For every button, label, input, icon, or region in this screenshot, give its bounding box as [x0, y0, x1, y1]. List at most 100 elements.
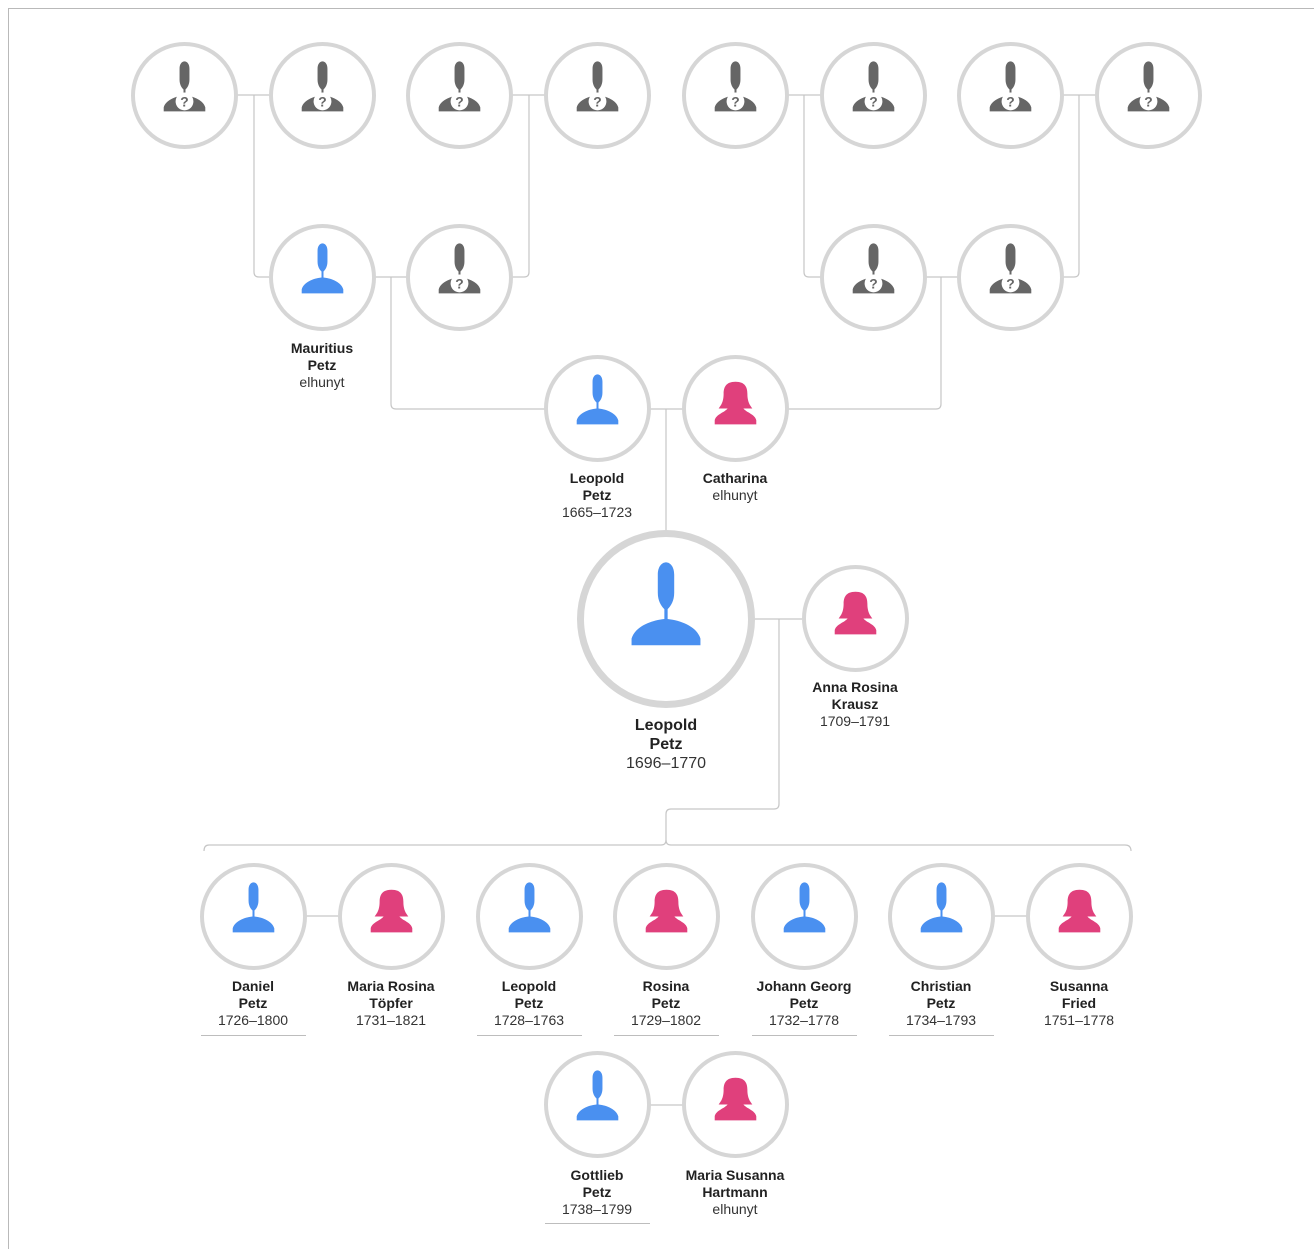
male-person-icon — [783, 882, 826, 933]
person-grandparent-4[interactable]: ? — [957, 224, 1064, 331]
person-great-grandparent-5[interactable]: ? — [682, 42, 789, 149]
life-dates: 1751–1778 — [1043, 1012, 1115, 1028]
unknown-person-icon: ? — [714, 61, 757, 112]
person-johann-georg-petz[interactable] — [751, 863, 858, 970]
connector-father-line — [390, 277, 545, 410]
person-great-grandparent-3[interactable]: ? — [406, 42, 513, 149]
first-name: Maria Susanna — [685, 1167, 785, 1183]
person-mauritius-petz[interactable] — [269, 224, 376, 331]
life-dates: 1738–1799 — [561, 1201, 633, 1217]
person-great-grandparent-1[interactable]: ? — [131, 42, 238, 149]
person-great-grandparent-6[interactable]: ? — [820, 42, 927, 149]
question-badge — [1001, 92, 1020, 111]
label-leopold-petz-son: Leopold Petz 1728–1763 — [459, 978, 599, 1029]
first-name: Leopold — [569, 470, 625, 486]
person-christian-petz[interactable] — [888, 863, 995, 970]
person-leopold-petz-root[interactable] — [577, 530, 755, 708]
connector-g2-parents — [512, 95, 530, 278]
person-great-grandparent-7[interactable]: ? — [957, 42, 1064, 149]
female-person-icon — [714, 1077, 757, 1121]
frame-left-edge — [8, 8, 9, 1249]
female-person-icon — [714, 381, 757, 425]
unknown-person-icon: ? — [438, 243, 481, 294]
person-grandparent-3[interactable]: ? — [820, 224, 927, 331]
question-mark: ? — [731, 93, 739, 109]
unknown-person-icon: ? — [989, 243, 1032, 294]
last-name: Petz — [649, 736, 683, 753]
person-maria-rosina-topfer[interactable] — [338, 863, 445, 970]
first-name: Christian — [910, 978, 972, 994]
first-name: Catharina — [702, 470, 768, 486]
first-name: Susanna — [1049, 978, 1109, 994]
question-badge — [175, 92, 194, 111]
female-person-icon — [1058, 889, 1101, 933]
person-anna-rosina-krausz[interactable] — [802, 565, 909, 672]
label-mauritius-petz: Mauritius Petz elhunyt — [252, 340, 392, 391]
last-name: Petz — [789, 995, 819, 1011]
unknown-person-icon: ? — [852, 61, 895, 112]
first-name: Anna Rosina — [812, 679, 898, 695]
question-mark: ? — [455, 275, 463, 291]
first-name: Leopold — [501, 978, 557, 994]
first-name: Mauritius — [290, 340, 354, 356]
male-person-icon — [576, 374, 619, 425]
connector-children-right — [665, 839, 1132, 852]
unknown-person-icon: ? — [301, 61, 344, 112]
person-grandparent-2[interactable]: ? — [406, 224, 513, 331]
person-maria-susanna-hartmann[interactable] — [682, 1051, 789, 1158]
life-dates: 1696–1770 — [625, 755, 707, 772]
first-name: Johann Georg — [756, 978, 852, 994]
label-daniel-petz: Daniel Petz 1726–1800 — [183, 978, 323, 1029]
unknown-person-icon: ? — [438, 61, 481, 112]
last-name: Petz — [582, 1184, 612, 1200]
last-name: Krausz — [831, 696, 879, 712]
life-dates: 1665–1723 — [561, 504, 633, 520]
life-dates: 1726–1800 — [217, 1012, 289, 1028]
question-badge — [864, 274, 883, 293]
first-name: Daniel — [231, 978, 274, 994]
question-mark: ? — [455, 93, 463, 109]
first-name: Rosina — [642, 978, 690, 994]
last-name: Petz — [582, 487, 612, 503]
unknown-person-icon: ? — [163, 61, 206, 112]
question-badge — [1001, 274, 1020, 293]
life-dates: 1728–1763 — [493, 1012, 565, 1028]
last-name: Petz — [238, 995, 268, 1011]
label-christian-petz: Christian Petz 1734–1793 — [871, 978, 1011, 1029]
life-dates: 1729–1802 — [630, 1012, 702, 1028]
frame-top-edge — [8, 8, 1314, 9]
connector-g3-parents — [803, 95, 821, 278]
life-dates: 1731–1821 — [355, 1012, 427, 1028]
child-underline — [545, 1223, 650, 1224]
child-underline — [752, 1035, 857, 1036]
last-name: Petz — [307, 357, 337, 373]
male-person-icon — [232, 882, 275, 933]
male-person-icon — [508, 882, 551, 933]
label-leopold-petz-father: Leopold Petz 1665–1723 — [527, 470, 667, 521]
person-great-grandparent-4[interactable]: ? — [544, 42, 651, 149]
question-badge — [726, 92, 745, 111]
person-gottlieb-petz[interactable] — [544, 1051, 651, 1158]
child-underline — [614, 1035, 719, 1036]
person-rosina-petz[interactable] — [613, 863, 720, 970]
person-catharina[interactable] — [682, 355, 789, 462]
person-susanna-fried[interactable] — [1026, 863, 1133, 970]
person-leopold-petz-father[interactable] — [544, 355, 651, 462]
question-badge — [588, 92, 607, 111]
question-badge — [450, 92, 469, 111]
last-name: Hartmann — [702, 1184, 768, 1200]
life-dates: 1732–1778 — [768, 1012, 840, 1028]
male-person-icon — [576, 1070, 619, 1121]
connector-family-children — [203, 619, 780, 852]
label-leopold-petz-root: Leopold Petz 1696–1770 — [576, 716, 756, 773]
person-leopold-petz-son[interactable] — [476, 863, 583, 970]
child-underline — [477, 1035, 582, 1036]
last-name: Petz — [926, 995, 956, 1011]
connector-g4-parents — [1063, 95, 1080, 278]
male-person-icon — [301, 243, 344, 294]
label-gottlieb-petz: Gottlieb Petz 1738–1799 — [527, 1167, 667, 1218]
person-daniel-petz[interactable] — [200, 863, 307, 970]
person-great-grandparent-8[interactable]: ? — [1095, 42, 1202, 149]
person-great-grandparent-2[interactable]: ? — [269, 42, 376, 149]
